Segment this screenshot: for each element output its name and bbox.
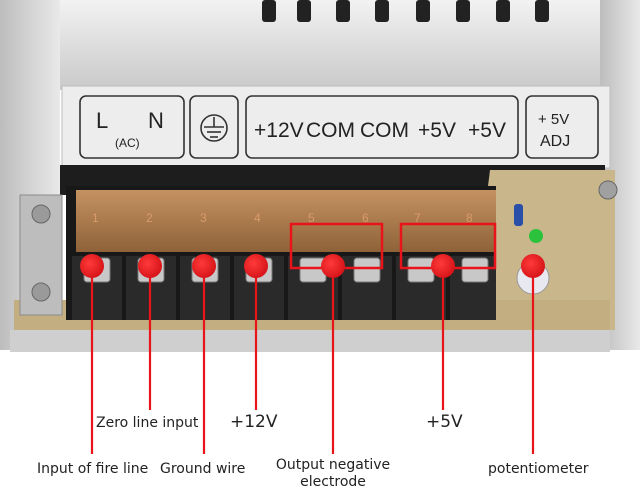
callout-fire-line: Input of fire line — [37, 461, 149, 477]
terminal-label-com-2: COM — [360, 119, 409, 142]
marker-dot-zero-line — [138, 254, 162, 278]
metal-housing — [0, 0, 640, 352]
callout-12v: +12V — [230, 412, 278, 432]
callout-output-negative-line1: Output negative — [275, 457, 391, 473]
label-plate — [61, 85, 611, 169]
terminal-label-adj-bottom: ADJ — [540, 133, 570, 150]
callout-ground: Ground wire — [160, 461, 246, 477]
mounting-bracket — [19, 194, 63, 316]
terminal-number-7: 7 — [414, 211, 421, 225]
marker-dot-5v — [431, 254, 455, 278]
terminal-number-6: 6 — [362, 211, 369, 225]
ground-icon — [200, 114, 228, 142]
terminal-number-2: 2 — [146, 211, 153, 225]
terminal-number-8: 8 — [466, 211, 473, 225]
callout-potentiometer: potentiometer — [488, 461, 589, 477]
terminal-label-5v-a: +5V — [418, 119, 456, 142]
leader-lines — [90, 268, 535, 454]
led-indicator — [529, 229, 543, 243]
marker-dot-fire-line — [80, 254, 104, 278]
terminal-number-3: 3 — [200, 211, 207, 225]
callout-output-negative: Output negative electrode — [266, 457, 400, 491]
terminal-label-adj-top: + 5V — [538, 111, 569, 128]
terminal-label-l: L — [96, 108, 108, 133]
terminal-block — [66, 186, 496, 320]
screw — [598, 180, 618, 200]
marker-dot-potentiometer — [521, 254, 545, 278]
marker-dot-ground — [192, 254, 216, 278]
marker-dot-com — [321, 254, 345, 278]
terminal-label-n: N — [148, 108, 164, 133]
terminal-label-com-1: COM — [306, 119, 355, 142]
terminal-number-4: 4 — [254, 211, 261, 225]
callout-output-negative-line2: electrode — [300, 474, 366, 490]
callout-5v: +5V — [426, 412, 463, 432]
terminal-label-ac: (AC) — [115, 136, 140, 150]
terminal-number-1: 1 — [92, 211, 99, 225]
marker-dot-12v — [244, 254, 268, 278]
marker-dots — [80, 254, 545, 278]
terminal-number-5: 5 — [308, 211, 315, 225]
terminal-label-5v-b: +5V — [468, 119, 506, 142]
callout-zero-line: Zero line input — [96, 415, 199, 431]
pcb-board — [470, 170, 615, 330]
vent-slots — [262, 0, 549, 22]
terminal-label-12v: +12V — [254, 119, 304, 142]
capacitor-component — [514, 204, 523, 226]
